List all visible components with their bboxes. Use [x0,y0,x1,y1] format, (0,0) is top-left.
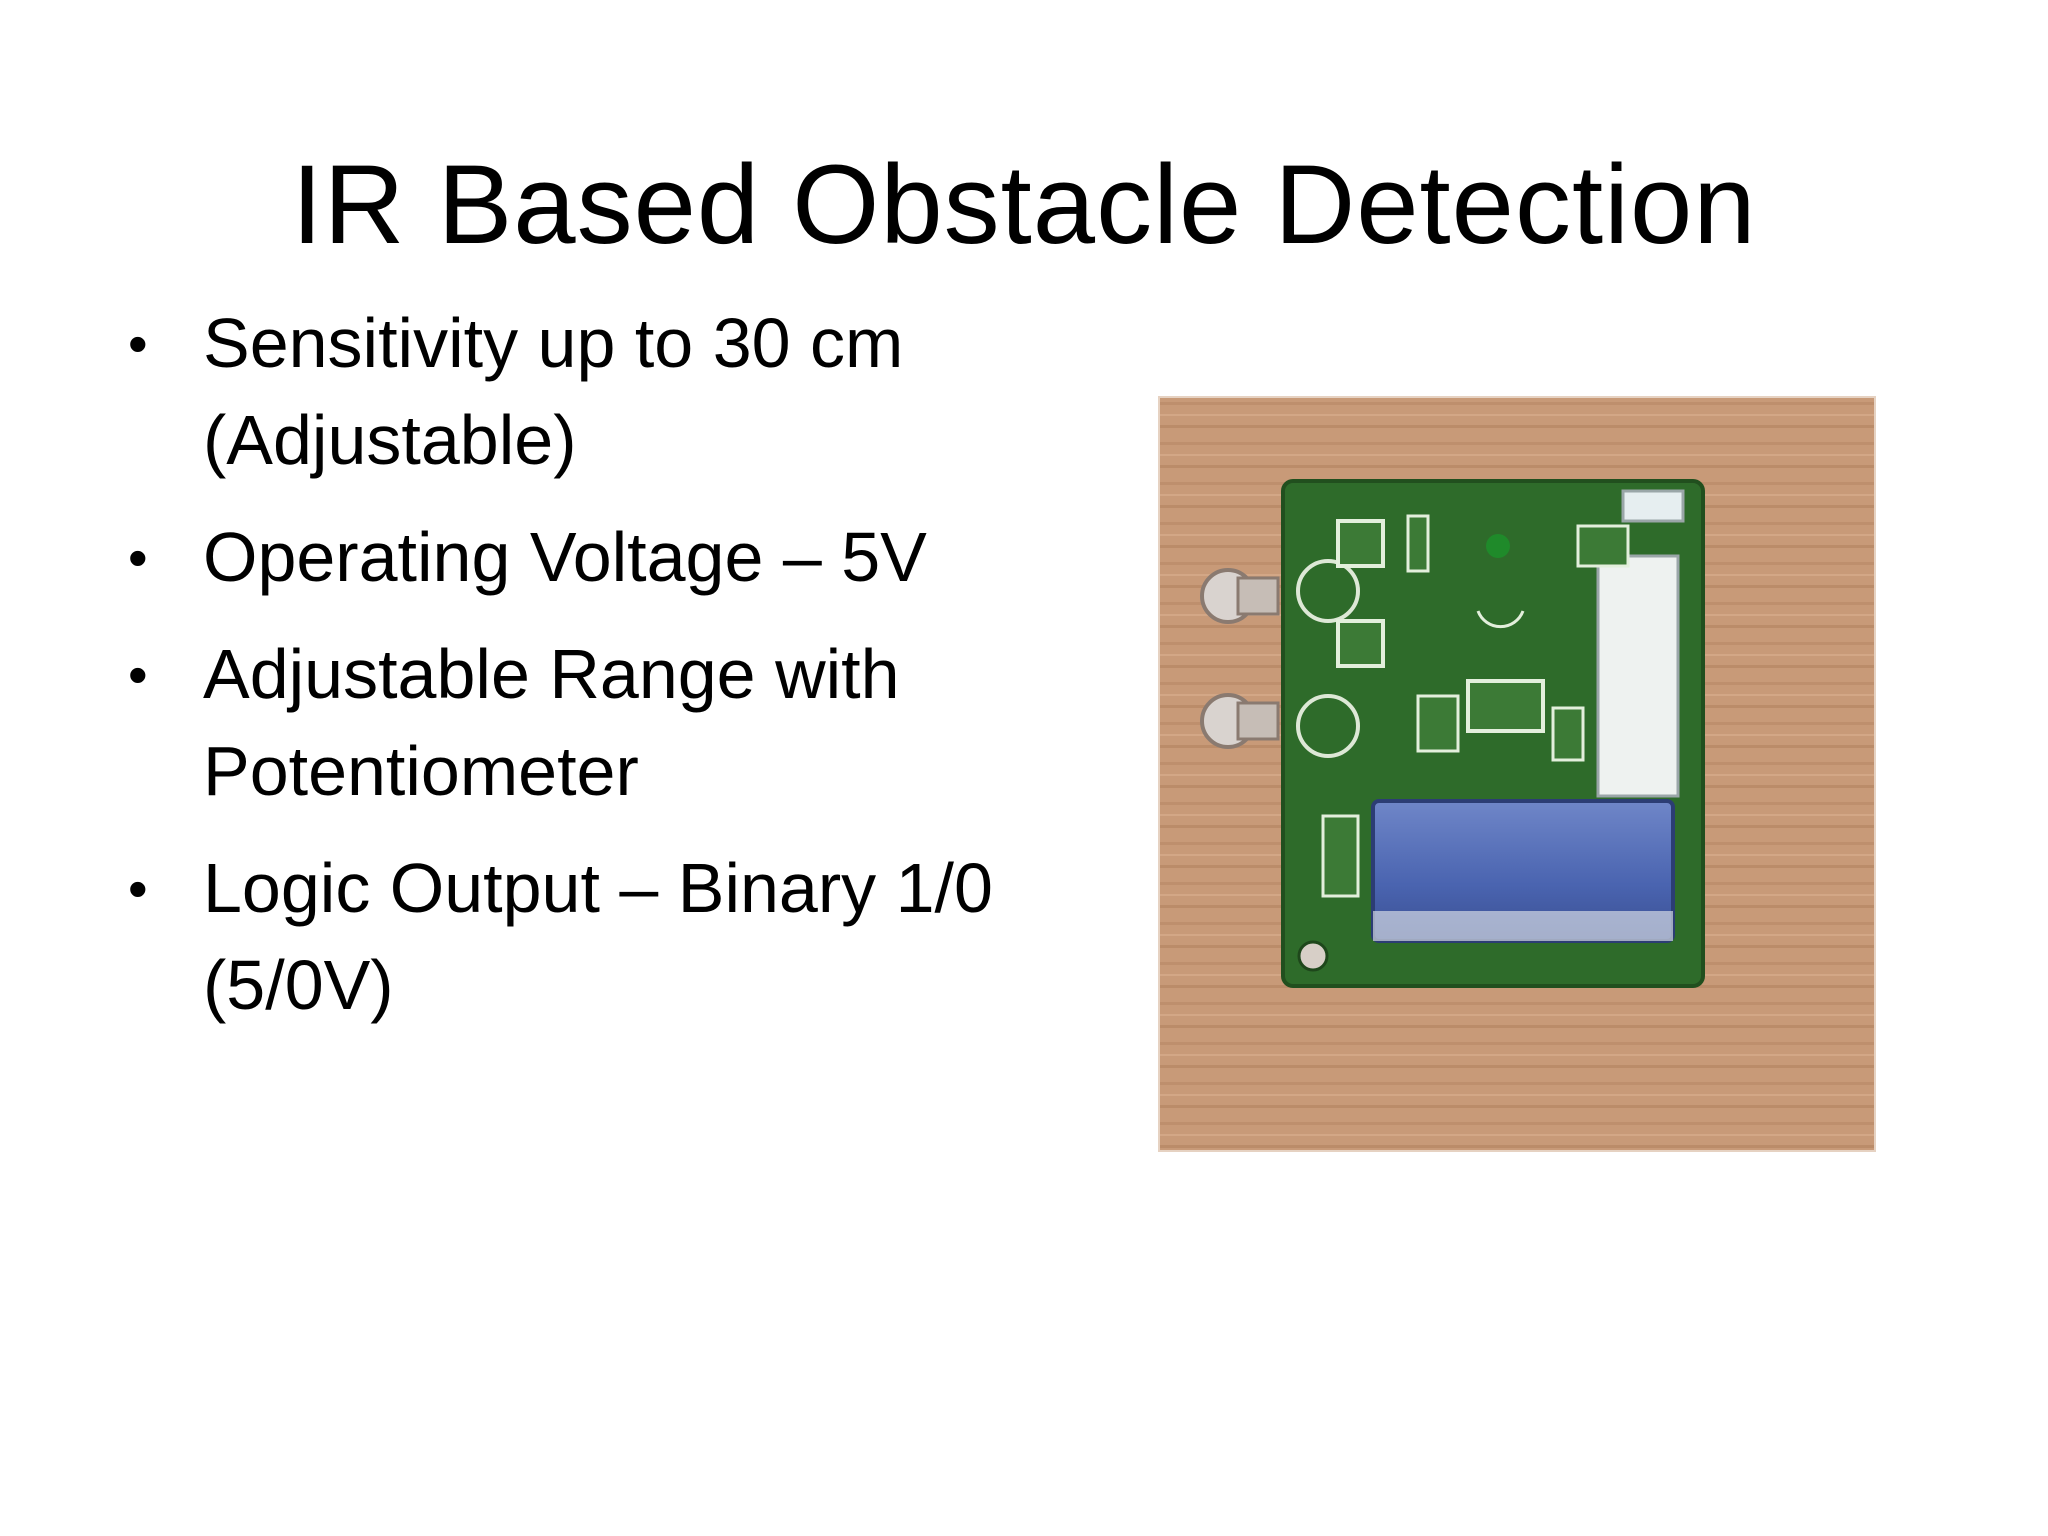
bullet-dot-icon: • [128,312,148,375]
sensor-module-photo [1158,396,1876,1152]
sensor-module-image [1158,396,1876,1152]
bullet-dot-icon: • [128,526,148,589]
bullet-item: • Logic Output – Binary 1/0 (5/0V) [120,840,1020,1034]
bullet-item: • Sensitivity up to 30 cm (Adjustable) [120,295,1020,489]
slide-title: IR Based Obstacle Detection [291,142,1757,267]
pin-header [1596,554,1680,798]
bullet-dot-icon: • [128,643,148,706]
bullet-text: Adjustable Range with Potentiometer [203,635,900,810]
bullet-text: Logic Output – Binary 1/0 (5/0V) [203,849,993,1024]
bullet-text: Operating Voltage – 5V [203,518,927,596]
bullet-list: • Sensitivity up to 30 cm (Adjustable) •… [120,295,1020,1054]
bullet-text: Sensitivity up to 30 cm (Adjustable) [203,304,904,479]
bullet-item: • Adjustable Range with Potentiometer [120,626,1020,820]
bullet-dot-icon: • [128,857,148,920]
bullet-item: • Operating Voltage – 5V [120,509,1020,606]
